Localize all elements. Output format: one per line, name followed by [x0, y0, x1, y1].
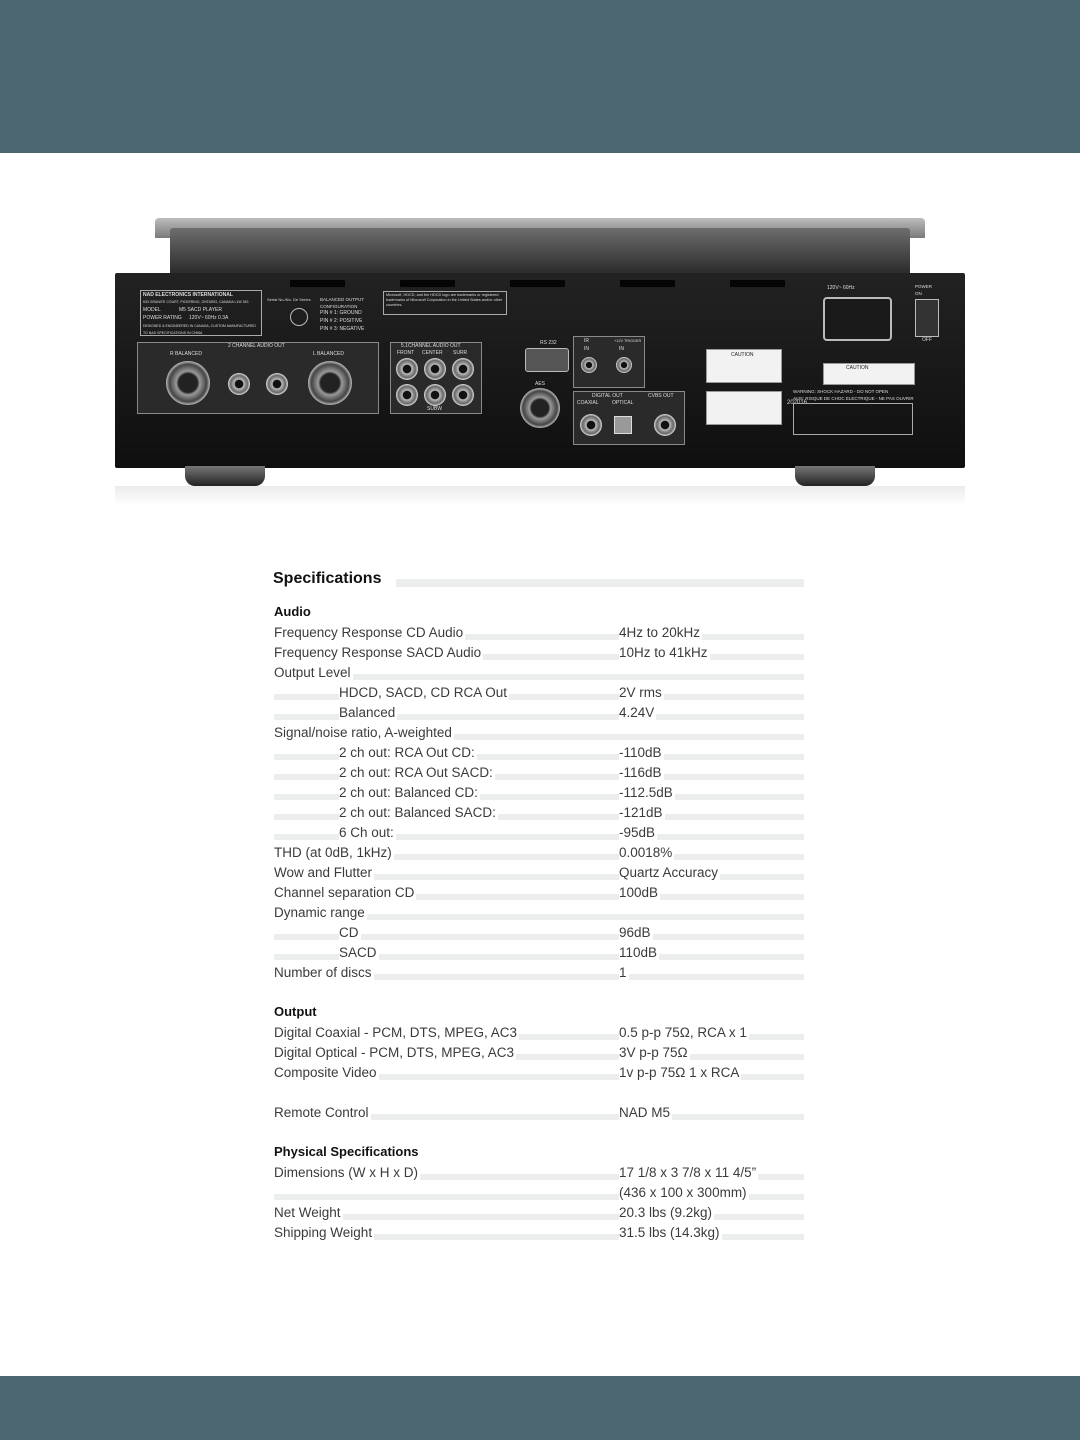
power-inlet: [823, 297, 892, 341]
power-switch: [915, 299, 939, 337]
maker-label: NAD ELECTRONICS INTERNATIONAL 633 GRANIT…: [140, 290, 262, 336]
spec-row: 2 ch out: Balanced CD:-112.5dB: [274, 784, 804, 804]
bottom-band: [0, 1376, 1080, 1440]
spec-row: Dimensions (W x H x D)17 1/8 x 3 7/8 x 1…: [274, 1164, 804, 1184]
surround-out-panel: 5.1CHANNEL AUDIO OUT FRONT CENTER SURR S…: [390, 342, 482, 414]
xlr-right-jack: [166, 361, 210, 405]
pin-diagram-icon: [290, 308, 308, 326]
spec-row: 2 ch out: RCA Out SACD:-116dB: [274, 764, 804, 784]
rca-left-jack: [266, 373, 288, 395]
spec-row: THD (at 0dB, 1kHz)0.0018%: [274, 844, 804, 864]
spec-row: Dynamic range: [274, 904, 804, 924]
spec-row: 2 ch out: Balanced SACD:-121dB: [274, 804, 804, 824]
aes-jack: [520, 388, 560, 428]
rs232-port: [525, 348, 569, 372]
spec-row: Signal/noise ratio, A-weighted: [274, 724, 804, 744]
device-rear-panel-image: NAD ELECTRONICS INTERNATIONAL 633 GRANIT…: [95, 218, 985, 518]
spec-row: 2 ch out: RCA Out CD:-110dB: [274, 744, 804, 764]
two-channel-out-panel: 2 CHANNEL AUDIO OUT R BALANCED L BALANCE…: [137, 342, 379, 414]
specs-title: Specifications: [273, 570, 382, 587]
title-rule: [396, 579, 804, 587]
xlr-left-jack: [308, 361, 352, 405]
section-output: Output: [274, 1004, 317, 1019]
top-band: [0, 0, 1080, 153]
spec-row: Output Level: [274, 664, 804, 684]
section-audio: Audio: [274, 604, 311, 619]
section-physical: Physical Specifications: [274, 1144, 419, 1159]
spec-row: 6 Ch out:-95dB: [274, 824, 804, 844]
spec-row: (436 x 100 x 300mm): [274, 1184, 804, 1204]
rca-right-jack: [228, 373, 250, 395]
